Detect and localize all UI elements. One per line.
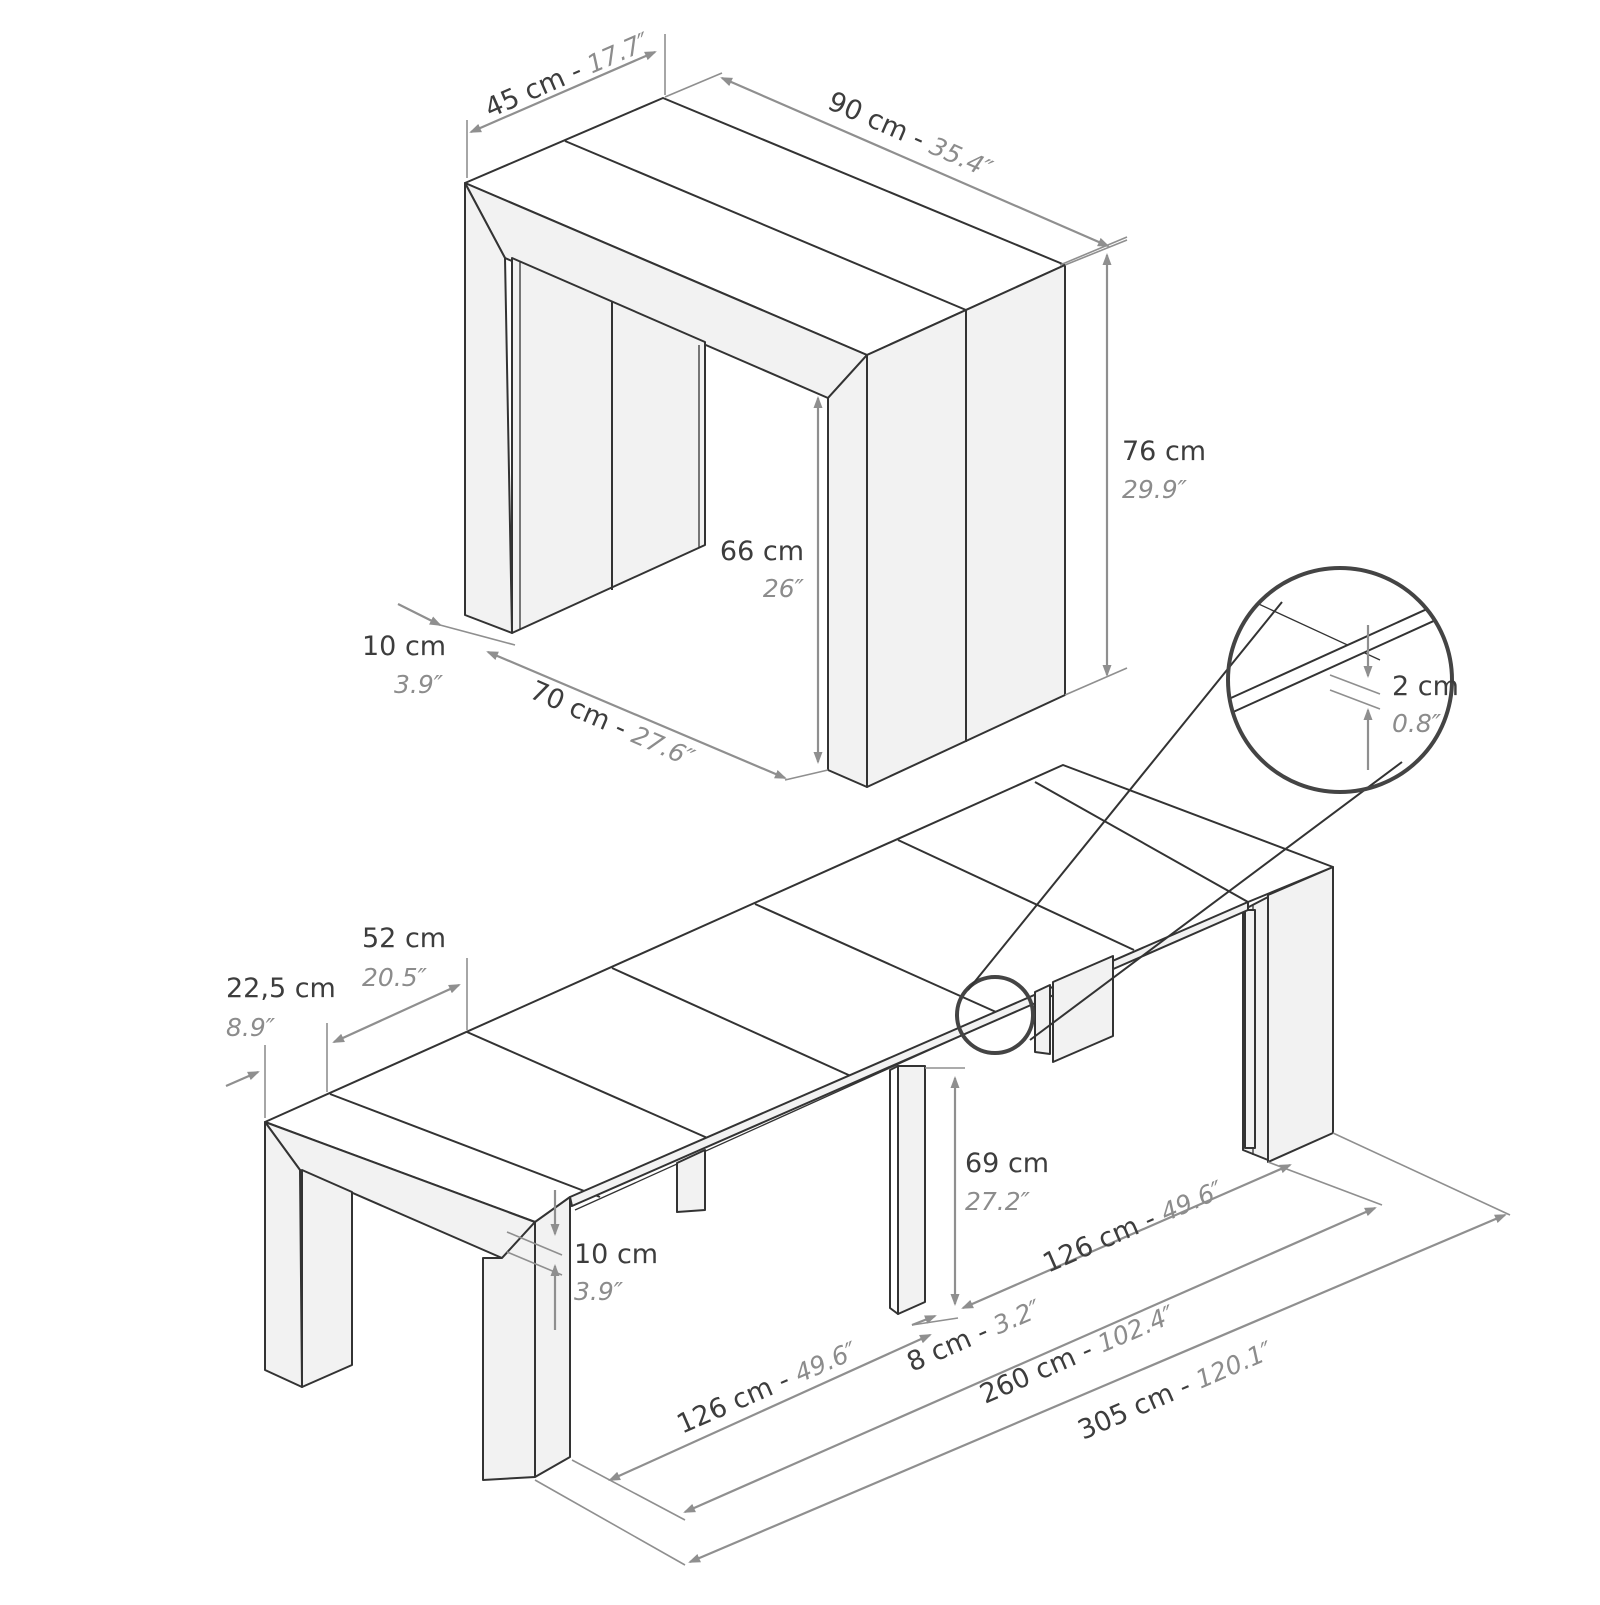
far-leg-panel — [1267, 866, 1334, 1163]
zoom-source-circle — [955, 975, 1035, 1055]
dim-console-inner: 70 cm - 27.6″ — [525, 675, 699, 774]
console-right-leg — [827, 354, 868, 788]
dim-leaf-depth-in: 20.5″ — [362, 963, 428, 992]
dim-table-clearance-cm: 69 cm — [965, 1148, 1049, 1179]
labels: 45 cm - 17.7″ 90 cm - 35.4″ 76 cm 29.9″ … — [226, 26, 1459, 1446]
dim-end-depth-in: 8.9″ — [226, 1013, 276, 1042]
dim-span-left: 126 cm - 49.6″ — [672, 1335, 862, 1441]
console-dimensions — [397, 34, 1128, 781]
near-end-right-leg — [482, 1196, 571, 1481]
dim-end-depth-cm: 22,5 cm — [226, 973, 336, 1004]
dim-console-leg-in: 3.9″ — [394, 670, 444, 699]
zoom-circle — [1226, 566, 1454, 794]
extended-table — [264, 764, 1334, 1481]
dim-top-thickness-cm: 2 cm — [1392, 671, 1459, 702]
zoom-detail — [955, 566, 1454, 1055]
dim-console-clearance-in: 26″ — [763, 574, 805, 603]
middle-leg — [897, 1065, 926, 1315]
table-dimensions — [225, 958, 1511, 1566]
dim-leaf-depth-cm: 52 cm — [362, 923, 446, 954]
dim-table-clearance-in: 27.2″ — [965, 1187, 1031, 1216]
dim-top-thickness-in: 0.8″ — [1392, 709, 1442, 738]
dim-console-height-cm: 76 cm — [1122, 436, 1206, 467]
short-leg-right — [1052, 955, 1114, 1063]
dim-console-height-in: 29.9″ — [1122, 475, 1188, 504]
dim-console-width: 90 cm - 35.4″ — [823, 86, 997, 185]
dim-console-clearance-cm: 66 cm — [720, 536, 804, 567]
console-back-panel — [511, 257, 706, 634]
dim-console-depth: 45 cm - 17.7″ — [480, 26, 654, 125]
extended-top — [264, 764, 1334, 1223]
dim-table-apron-in: 3.9″ — [574, 1277, 624, 1306]
dim-table-apron-cm: 10 cm — [574, 1239, 658, 1270]
dim-console-leg-cm: 10 cm — [362, 631, 446, 662]
short-leg-left — [676, 1149, 706, 1213]
dim-span-right: 126 cm - 49.6″ — [1038, 1174, 1228, 1280]
